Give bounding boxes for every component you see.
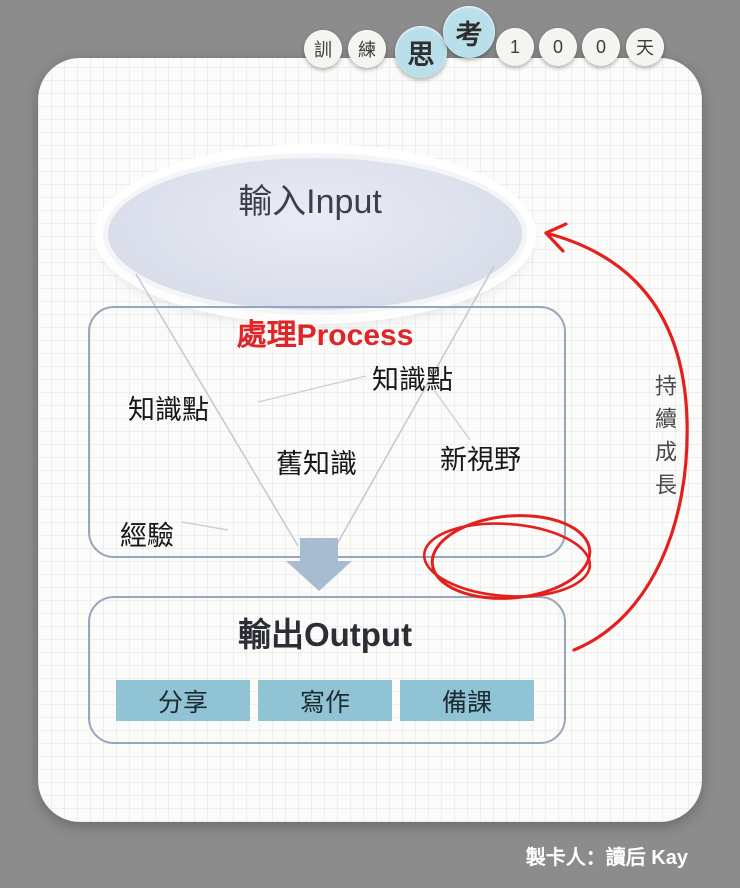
output-tag: 備課 <box>400 680 534 721</box>
output-tag-row: 分享 寫作 備課 <box>88 680 562 721</box>
down-arrow-icon <box>286 561 352 591</box>
output-tag: 分享 <box>116 680 250 721</box>
badge-label: 訓 <box>314 40 332 60</box>
badge-label: 0 <box>552 36 563 57</box>
footer-credit: 製卡人：讀后 Kay <box>525 847 688 869</box>
header-badge: 1 <box>496 28 534 66</box>
header-badge: 天 <box>626 28 664 66</box>
header-badge: 訓 <box>304 30 342 68</box>
process-item: 新視野 <box>440 445 521 475</box>
badge-label: 天 <box>636 38 654 58</box>
output-tag: 寫作 <box>258 680 392 721</box>
badge-label: 1 <box>509 36 520 57</box>
badge-label: 思 <box>407 39 435 70</box>
process-item: 經驗 <box>120 521 174 551</box>
header-badge: 練 <box>348 30 386 68</box>
output-title: 輸出Output <box>237 616 413 653</box>
process-item: 知識點 <box>372 365 453 395</box>
output-box <box>88 596 566 744</box>
header-badge: 考 <box>443 6 495 58</box>
badge-label: 0 <box>595 36 606 57</box>
input-funnel-ellipse <box>103 153 527 315</box>
process-item: 舊知識 <box>276 449 357 479</box>
badge-label: 考 <box>455 19 483 50</box>
process-title: 處理Process <box>236 319 414 352</box>
process-item: 知識點 <box>128 395 209 425</box>
down-arrow-icon <box>300 538 338 563</box>
header-badge: 0 <box>539 28 577 66</box>
header-badge: 思 <box>395 26 447 78</box>
header-badge: 0 <box>582 28 620 66</box>
growth-side-note: 持續成長 <box>652 374 677 506</box>
input-label: 輸入Input <box>238 183 382 221</box>
badge-label: 練 <box>358 40 376 60</box>
